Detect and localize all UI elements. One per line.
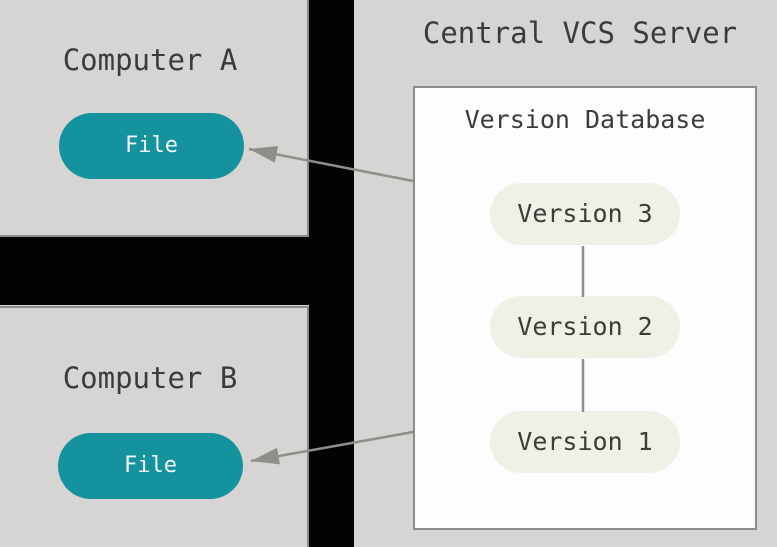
computer-b-file-node: File xyxy=(58,433,243,499)
version-1-node: Version 1 xyxy=(490,411,680,473)
version-2-node: Version 2 xyxy=(490,296,680,358)
version-3-node: Version 3 xyxy=(490,183,680,245)
computer-a-title: Computer A xyxy=(62,43,238,77)
server-title: Central VCS Server xyxy=(422,16,738,50)
computer-b-box xyxy=(0,306,309,547)
computer-b-title: Computer B xyxy=(62,361,238,395)
version-database-title: Version Database xyxy=(464,105,706,134)
black-horizontal-band xyxy=(0,237,354,305)
computer-a-file-node: File xyxy=(59,113,244,179)
